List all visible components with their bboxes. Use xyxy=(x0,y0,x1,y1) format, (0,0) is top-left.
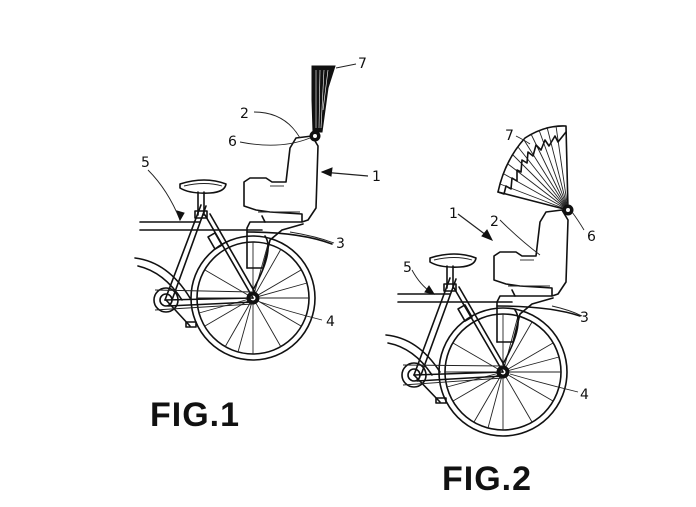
fig1-ref-1: 1 xyxy=(372,169,381,185)
fig2-child-seat xyxy=(493,209,569,343)
fig1-frame xyxy=(139,179,263,328)
fig2-ref-4: 4 xyxy=(580,387,589,403)
fig1-arrowhead xyxy=(320,167,333,177)
fig2-ref-6: 6 xyxy=(587,229,596,245)
fig1-label: FIG.1 xyxy=(150,396,240,434)
fig2-ref-5: 5 xyxy=(403,260,412,276)
fig1-folded-shade xyxy=(309,65,336,142)
fig2-carrier xyxy=(496,305,581,365)
fig1-ref-3: 3 xyxy=(336,236,345,252)
fig2-arrowhead-5 xyxy=(424,285,436,295)
fig2-rear-wheel xyxy=(438,307,568,437)
fig1-ref-7: 7 xyxy=(358,56,367,72)
fig2-frame xyxy=(397,253,513,404)
figure-2: 7 2 6 1 5 3 4 FIG.2 xyxy=(385,125,596,498)
fig1-front-wheel xyxy=(134,257,191,301)
fig1-ref-6: 6 xyxy=(228,134,237,150)
fig2-arrowhead xyxy=(481,229,494,241)
fig1-arrowhead-5 xyxy=(176,210,185,222)
fig2-front-wheel xyxy=(385,334,441,376)
fig2-ref-1: 1 xyxy=(449,206,458,222)
fig2-open-shade xyxy=(497,125,574,216)
fig1-ref-4: 4 xyxy=(326,314,335,330)
fig1-child-seat xyxy=(243,135,319,269)
fig1-carrier xyxy=(246,231,333,291)
fig2-ref-7: 7 xyxy=(505,128,514,144)
fig2-ref-2: 2 xyxy=(490,214,499,230)
fig2-label: FIG.2 xyxy=(442,460,532,498)
fig2-ref-3: 3 xyxy=(580,310,589,326)
figure-1: 7 2 6 1 5 3 4 FIG.1 xyxy=(134,56,381,434)
fig1-ref-2: 2 xyxy=(240,106,249,122)
fig1-ref-5: 5 xyxy=(141,155,150,171)
